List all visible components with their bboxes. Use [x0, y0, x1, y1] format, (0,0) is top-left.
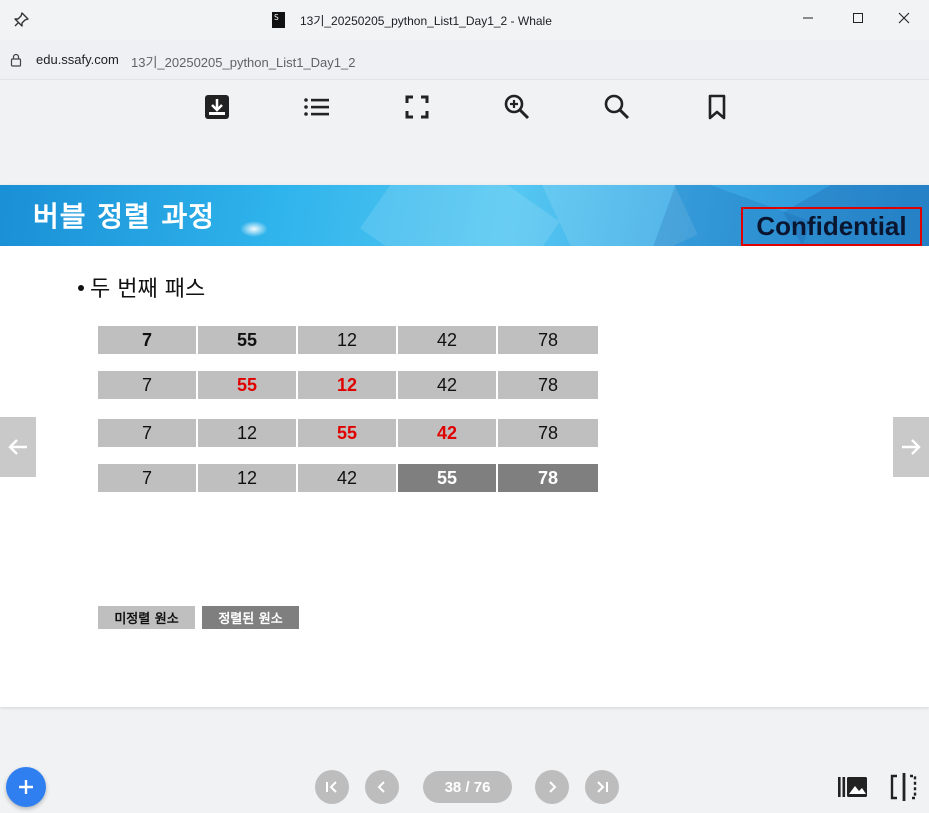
- array-cell: 12: [298, 326, 398, 354]
- split-view-icon[interactable]: [888, 772, 920, 802]
- array-cell: 55: [198, 371, 298, 399]
- bullet-heading: 두 번째 패스: [78, 271, 205, 303]
- tab-favicon-icon: S: [272, 12, 285, 28]
- next-page-button[interactable]: [535, 770, 569, 804]
- maximize-icon[interactable]: [846, 8, 870, 28]
- array-cell: 7: [98, 464, 198, 492]
- fullscreen-icon[interactable]: [402, 93, 432, 121]
- plus-icon: [19, 780, 33, 794]
- close-icon[interactable]: [892, 8, 916, 28]
- next-page-arrow[interactable]: [893, 417, 929, 477]
- bullet-dot: [78, 285, 84, 291]
- array-cell: 78: [498, 326, 598, 354]
- window-titlebar: S 13기_20250205_python_List1_Day1_2 - Wha…: [0, 0, 929, 40]
- favicon-letter: S: [274, 13, 279, 22]
- array-cell: 55: [298, 419, 398, 447]
- slide-title: 버블 정렬 과정: [33, 200, 216, 233]
- address-path[interactable]: 13기_20250205_python_List1_Day1_2: [131, 55, 356, 70]
- add-button[interactable]: [6, 767, 46, 807]
- slide-banner: 버블 정렬 과정: [0, 185, 929, 246]
- array-cell: 42: [398, 326, 498, 354]
- first-page-button[interactable]: [315, 770, 349, 804]
- array-cell: 78: [498, 419, 598, 447]
- page-indicator[interactable]: 38 / 76: [423, 771, 512, 803]
- array-cell: 78: [498, 464, 598, 492]
- zoom-in-icon[interactable]: [502, 93, 532, 121]
- array-cell: 78: [498, 371, 598, 399]
- arrow-left-icon: [8, 439, 27, 455]
- previous-page-button[interactable]: [365, 770, 399, 804]
- address-bar[interactable]: edu.ssafy.com 13기_20250205_python_List1_…: [0, 40, 929, 80]
- chevron-right-icon: [549, 781, 557, 793]
- pin-icon[interactable]: [12, 11, 30, 29]
- array-cell: 7: [98, 326, 198, 354]
- array-cell: 12: [298, 371, 398, 399]
- lock-icon[interactable]: [9, 53, 23, 67]
- list-icon[interactable]: [302, 93, 332, 121]
- gallery-icon[interactable]: [836, 772, 868, 802]
- last-page-icon: [597, 781, 608, 793]
- chevron-left-icon: [377, 781, 385, 793]
- array-cell: 55: [398, 464, 498, 492]
- window-title: 13기_20250205_python_List1_Day1_2 - Whale: [300, 14, 552, 28]
- bookmark-icon[interactable]: [702, 93, 732, 121]
- array-cell: 42: [398, 371, 498, 399]
- array-cell: 42: [298, 464, 398, 492]
- search-icon[interactable]: [602, 93, 632, 121]
- address-domain[interactable]: edu.ssafy.com: [36, 52, 119, 67]
- array-cell: 55: [198, 326, 298, 354]
- arrow-right-icon: [902, 439, 921, 455]
- first-page-icon: [326, 781, 337, 793]
- array-cell: 12: [198, 464, 298, 492]
- banner-glow: [240, 221, 268, 237]
- array-cell: 7: [98, 371, 198, 399]
- array-cell: 7: [98, 419, 198, 447]
- bullet-text: 두 번째 패스: [90, 277, 206, 302]
- last-page-button[interactable]: [585, 770, 619, 804]
- legend-sorted: 정렬된 원소: [202, 606, 299, 629]
- minimize-icon[interactable]: [796, 8, 820, 28]
- array-cell: 42: [398, 419, 498, 447]
- download-icon[interactable]: [202, 93, 232, 121]
- legend-unsorted: 미정렬 원소: [98, 606, 195, 629]
- previous-page-arrow[interactable]: [0, 417, 36, 477]
- array-cell: 12: [198, 419, 298, 447]
- confidential-label: Confidential: [741, 207, 922, 246]
